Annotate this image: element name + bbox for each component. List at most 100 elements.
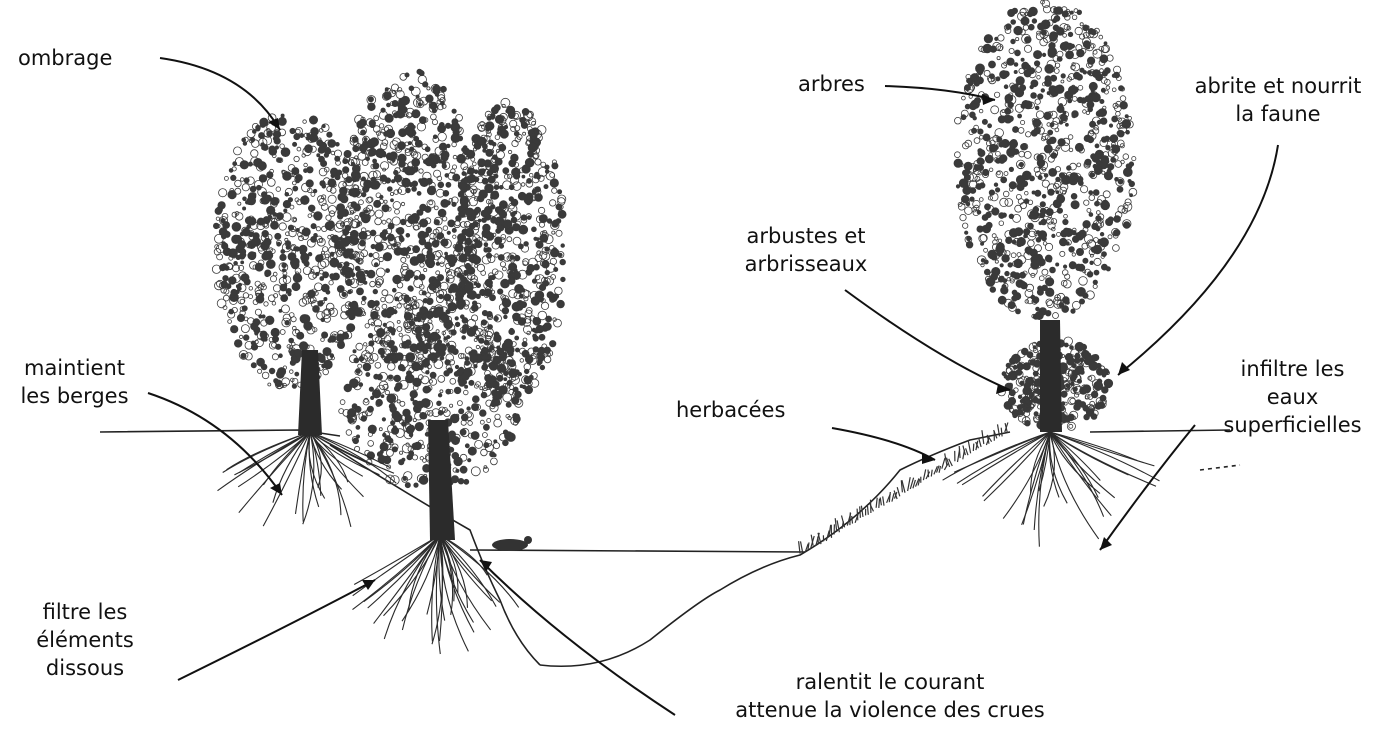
foliage-dot xyxy=(461,202,468,209)
foliage-dot xyxy=(541,302,548,309)
foliage-dot xyxy=(394,175,402,183)
foliage-dot xyxy=(493,443,499,449)
foliage-dot xyxy=(1132,157,1136,161)
foliage-dot xyxy=(989,61,996,68)
foliage-dot xyxy=(313,306,320,313)
foliage-dot xyxy=(989,190,994,195)
foliage-dot xyxy=(380,143,387,150)
foliage-dot xyxy=(482,218,487,223)
foliage-dot xyxy=(540,365,545,370)
foliage-dot xyxy=(1021,120,1025,124)
foliage-dot xyxy=(318,255,323,260)
foliage-dot xyxy=(469,198,477,206)
foliage-dot xyxy=(1015,228,1023,236)
foliage-dot xyxy=(265,195,271,201)
foliage-dot xyxy=(984,35,992,43)
foliage-dot xyxy=(295,247,300,252)
foliage-dot xyxy=(1013,413,1017,417)
foliage-dot xyxy=(1044,145,1052,153)
foliage-dot xyxy=(395,209,400,214)
foliage-dot xyxy=(535,255,542,262)
foliage-dot xyxy=(1093,280,1097,284)
foliage-dot xyxy=(1025,420,1031,426)
grass-blade xyxy=(908,477,911,491)
foliage-dot xyxy=(1041,219,1047,225)
foliage-dot xyxy=(382,309,390,317)
foliage-dot xyxy=(554,267,558,271)
foliage-dot xyxy=(1090,121,1096,127)
label-maintient-line-2: les berges xyxy=(12,382,137,410)
foliage-dot xyxy=(1120,144,1124,148)
foliage-dot xyxy=(232,222,241,231)
foliage-dot xyxy=(540,215,546,221)
foliage-dot xyxy=(1045,255,1052,262)
foliage-dot xyxy=(485,184,494,193)
foliage-dot xyxy=(1094,270,1099,275)
foliage-dot xyxy=(340,187,348,195)
foliage-dot xyxy=(1056,263,1059,266)
label-arbustes-line-1: arbustes et xyxy=(726,222,886,250)
foliage-dot xyxy=(1009,48,1014,53)
foliage-dot xyxy=(1011,354,1020,363)
foliage-dot xyxy=(268,215,272,219)
foliage-dot xyxy=(1042,285,1048,291)
foliage-dot xyxy=(486,232,494,240)
foliage-dot xyxy=(392,447,397,452)
foliage-dot xyxy=(1021,17,1029,25)
foliage-dot xyxy=(343,229,349,235)
foliage-dot xyxy=(391,199,394,202)
foliage-dot xyxy=(1125,199,1131,205)
foliage-dot xyxy=(497,131,501,135)
foliage-dot xyxy=(1093,190,1099,196)
foliage-dot xyxy=(491,107,498,114)
foliage-dot xyxy=(274,379,279,384)
foliage-dot xyxy=(561,244,565,248)
foliage-dot xyxy=(509,329,515,335)
foliage-dot xyxy=(1109,124,1112,127)
foliage-dot xyxy=(284,209,287,212)
foliage-dot xyxy=(984,248,988,252)
foliage-dot xyxy=(1033,371,1038,376)
foliage-dot xyxy=(1045,76,1051,82)
foliage-dot xyxy=(554,319,562,327)
foliage-dot xyxy=(221,234,226,239)
foliage-dot xyxy=(356,425,360,429)
foliage-dot xyxy=(316,227,320,231)
arrow-filtre xyxy=(178,580,375,680)
foliage-dot xyxy=(1033,397,1039,403)
foliage-dot xyxy=(1041,30,1046,35)
foliage-dot xyxy=(1045,278,1053,286)
foliage-dot xyxy=(385,88,388,91)
foliage-dot xyxy=(322,184,326,188)
foliage-dot xyxy=(373,289,378,294)
foliage-dot xyxy=(296,275,302,281)
foliage-dot xyxy=(1074,175,1078,179)
foliage-dot xyxy=(495,237,502,244)
root-line xyxy=(238,432,310,487)
foliage-dot xyxy=(424,331,431,338)
foliage-dot xyxy=(499,185,503,189)
foliage-dot xyxy=(511,199,518,206)
foliage-dot xyxy=(417,336,420,339)
foliage-dot xyxy=(439,294,444,299)
foliage-dot xyxy=(1077,379,1081,383)
foliage-dot xyxy=(234,147,242,155)
foliage-dot xyxy=(256,295,264,303)
foliage-dot xyxy=(954,159,962,167)
grass-blade xyxy=(973,444,974,451)
foliage-dot xyxy=(483,424,489,430)
foliage-dot xyxy=(496,229,501,234)
foliage-dot xyxy=(1031,130,1037,136)
foliage-dot xyxy=(1112,74,1116,78)
foliage-dot xyxy=(240,299,244,303)
foliage-dot xyxy=(255,263,263,271)
foliage-dot xyxy=(1045,243,1052,250)
foliage-dot xyxy=(1020,85,1026,91)
foliage-dot xyxy=(995,158,1000,163)
foliage-dot xyxy=(458,136,463,141)
foliage-dot xyxy=(1004,375,1008,379)
foliage-dot xyxy=(998,296,1006,304)
foliage-dot xyxy=(396,383,403,390)
foliage-dot xyxy=(446,389,451,394)
foliage-dot xyxy=(261,335,267,341)
